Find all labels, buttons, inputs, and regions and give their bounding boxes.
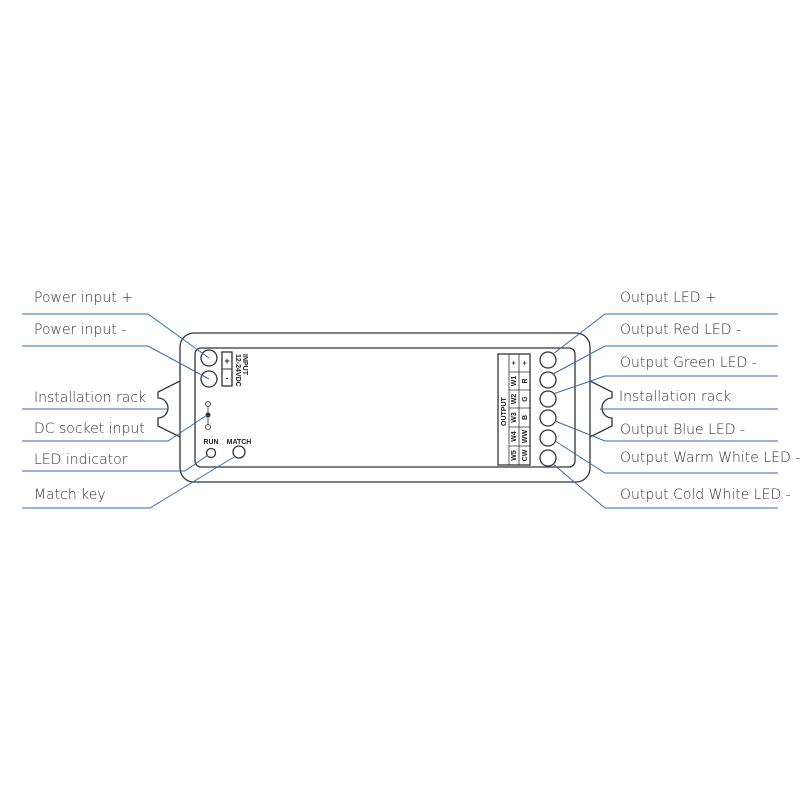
output-cell: WW (522, 430, 529, 444)
output-terminal (539, 390, 557, 408)
output-terminal (539, 449, 557, 467)
leader-line (552, 463, 778, 509)
callout-label-left: Power input + (34, 290, 133, 306)
output-terminal (539, 371, 557, 389)
output-cell: G (522, 396, 529, 402)
callout-label-right: Output Green LED - (620, 355, 757, 371)
output-cell: W3 (511, 412, 518, 423)
callout-label-left: DC socket input (34, 421, 145, 437)
output-cell: W1 (511, 376, 518, 387)
leader-line (22, 313, 210, 359)
output-terminal (539, 351, 557, 369)
leader-line (552, 375, 778, 395)
output-cell: R (522, 378, 529, 383)
callout-label-right: Output Warm White LED - (620, 450, 800, 466)
output-cell: + (511, 361, 518, 365)
input-title: INPUT (241, 354, 248, 376)
leader-line (22, 345, 210, 380)
callout-label-left: Match key (34, 487, 106, 503)
leader-line (552, 313, 778, 355)
input-voltage: 12-24VDC (234, 354, 241, 387)
output-cell: B (522, 415, 529, 420)
dc-socket-icon (205, 401, 211, 430)
leader-line (552, 345, 778, 375)
match-text: MATCH (227, 439, 252, 446)
output-terminal (539, 409, 557, 427)
input-plus-text: + (224, 356, 229, 366)
output-table: OUTPUT + + W1 R W2 G W3 B W4 WW W5 CW (497, 353, 531, 466)
callout-label-right: Output Red LED - (620, 322, 741, 338)
output-cell: W5 (511, 450, 518, 461)
leader-line (22, 456, 235, 509)
controller-panel (194, 347, 576, 468)
output-title: OUTPUT (501, 397, 508, 427)
output-cell: W4 (511, 431, 518, 442)
callout-label-right: Output LED + (620, 290, 717, 306)
input-minus-text: - (226, 373, 229, 383)
output-cell: + (522, 361, 529, 365)
callout-label-left: Installation rack (34, 390, 146, 406)
leader-line (22, 414, 208, 442)
callout-label-left: LED indicator (34, 452, 128, 468)
leader-line (22, 454, 209, 472)
leader-line (554, 420, 778, 442)
leader-line (554, 440, 778, 474)
led-indicator (205, 447, 217, 459)
output-terminal (539, 429, 557, 447)
output-cell: CW (522, 449, 529, 461)
callout-label-left: Power input - (34, 322, 126, 338)
output-cell: W2 (511, 394, 518, 405)
match-key-button (232, 445, 246, 459)
callout-label-right: Output Blue LED - (620, 422, 745, 438)
callout-label-right: Output Cold White LED - (620, 487, 791, 503)
run-text: RUN (203, 439, 218, 446)
callout-label-right: Installation rack (619, 389, 731, 405)
